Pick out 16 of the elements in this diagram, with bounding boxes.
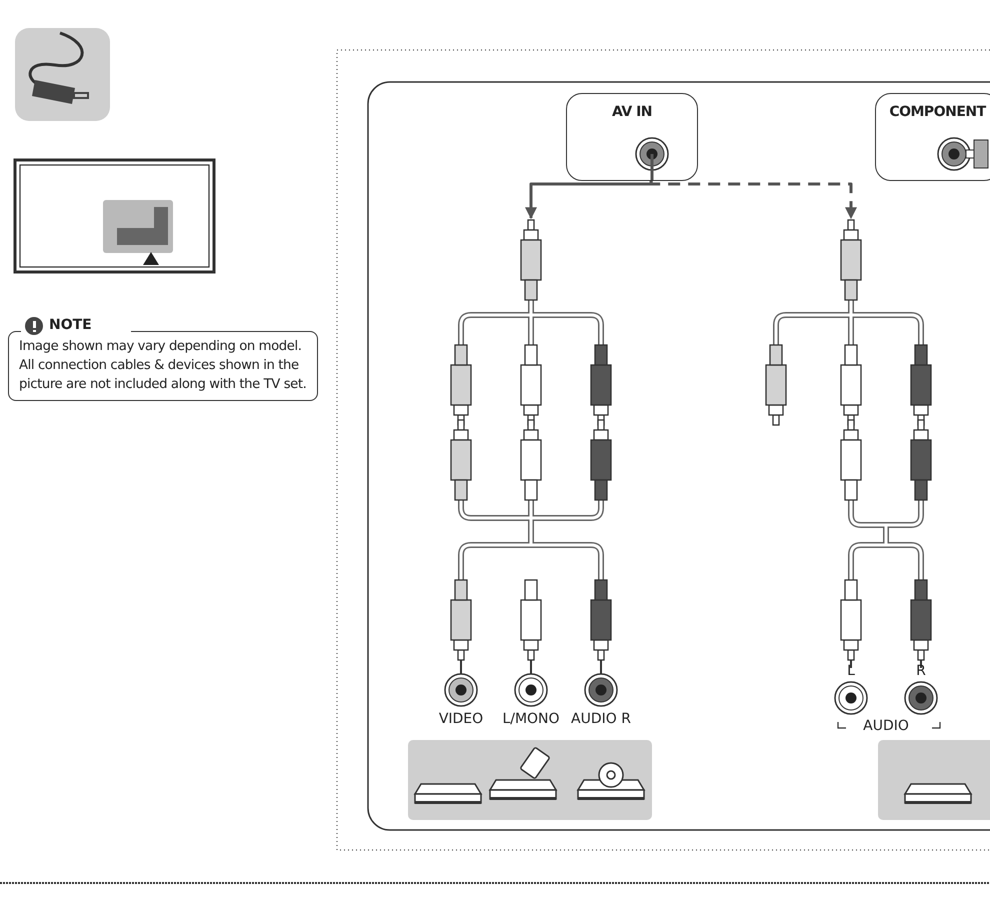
port-panel: [875, 93, 990, 181]
rca-plug-icon: [840, 220, 862, 300]
arrow: [525, 181, 653, 220]
arrow: [650, 181, 857, 220]
port-label: COMPONENT: [888, 104, 988, 120]
port-label: AV IN: [610, 104, 654, 120]
port-panel: [566, 93, 698, 181]
note-heading: NOTE: [49, 317, 92, 333]
port-name: AUDIO R: [571, 711, 631, 727]
port-name: AUDIO: [863, 718, 909, 734]
pin-label: L: [847, 663, 855, 679]
pin-label: R: [916, 663, 926, 679]
note-text: Image shown may vary depending on model. All connection cables & devices shown in the picture are not included along with the TV set.: [19, 338, 308, 394]
rca-plug-icon: [520, 220, 542, 300]
port-name: L/MONO: [502, 711, 560, 727]
port-name: VIDEO: [438, 711, 484, 727]
